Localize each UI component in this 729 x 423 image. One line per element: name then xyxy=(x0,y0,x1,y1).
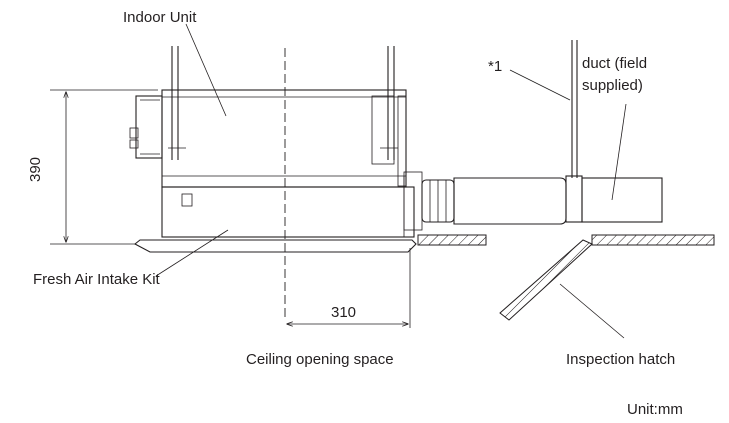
fresh-air-kit-label: Fresh Air Intake Kit xyxy=(33,271,161,288)
duct-vertical-rod xyxy=(571,40,578,178)
unit-label: Unit:mm xyxy=(627,401,683,418)
leader-lines xyxy=(155,23,627,339)
fresh-air-kit-box xyxy=(161,171,423,238)
width-dimension xyxy=(287,248,411,328)
height-dimension-value: 390 xyxy=(27,157,44,182)
height-dimension xyxy=(50,89,158,245)
inspection-hatch-label: Inspection hatch xyxy=(566,351,675,368)
ceiling-panel xyxy=(134,239,417,253)
note-ref-label: *1 xyxy=(488,58,502,75)
duct-label-line1: duct (field xyxy=(582,55,647,72)
duct-assembly xyxy=(421,175,663,225)
side-box xyxy=(129,95,163,159)
ceiling-slab-left xyxy=(417,234,487,246)
duct-label-line2: supplied) xyxy=(582,77,643,94)
indoor-unit-body xyxy=(161,89,407,188)
ceiling-slab-right xyxy=(591,234,715,246)
indoor-unit-label: Indoor Unit xyxy=(123,9,197,26)
ceiling-opening-label: Ceiling opening space xyxy=(246,351,394,368)
hanger-rods xyxy=(171,46,395,160)
inspection-hatch-panel xyxy=(499,239,593,321)
width-dimension-value: 310 xyxy=(331,304,356,321)
